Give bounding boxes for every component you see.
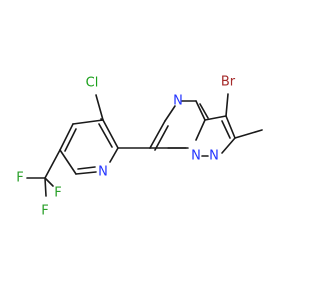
molecule-structure: Br Cl N N N N F F F <box>16 75 263 219</box>
bond <box>64 128 77 152</box>
bond <box>234 129 263 139</box>
pyrazole-nitrogen-label: N <box>209 149 219 164</box>
fluorine-label-left: F <box>16 171 23 186</box>
bond <box>221 137 236 154</box>
bond <box>195 100 206 121</box>
bond <box>149 120 166 149</box>
fluorine-label-bottom: F <box>41 204 48 219</box>
bond <box>95 94 104 121</box>
pyrimidine-nitrogen-label: N <box>173 94 183 109</box>
bond <box>59 123 74 151</box>
pyridine-nitrogen-label: N <box>98 165 108 180</box>
bond <box>77 166 96 170</box>
bond <box>199 103 209 119</box>
bond <box>44 149 61 179</box>
atom-labels: Br Cl N N N N F F F <box>16 75 236 219</box>
bond <box>102 119 119 149</box>
bond <box>164 105 176 122</box>
bond <box>98 123 113 148</box>
fluorine-label-upper: F <box>54 186 61 201</box>
bond <box>44 177 54 187</box>
structure-canvas: Br Cl N N N N F F F <box>16 75 263 219</box>
bond <box>154 125 169 151</box>
bond <box>59 149 77 175</box>
bond <box>225 115 236 139</box>
bond <box>204 115 227 121</box>
bond <box>221 120 231 139</box>
bromine-label: Br <box>221 75 236 90</box>
bond <box>44 177 47 197</box>
bond <box>72 119 104 125</box>
bond <box>195 119 206 141</box>
bond <box>109 147 119 163</box>
bonds <box>26 93 263 197</box>
chlorine-label: Cl <box>86 76 99 91</box>
bond <box>75 171 97 175</box>
bridgehead-nitrogen-label: N <box>191 149 201 164</box>
bond <box>225 93 229 117</box>
